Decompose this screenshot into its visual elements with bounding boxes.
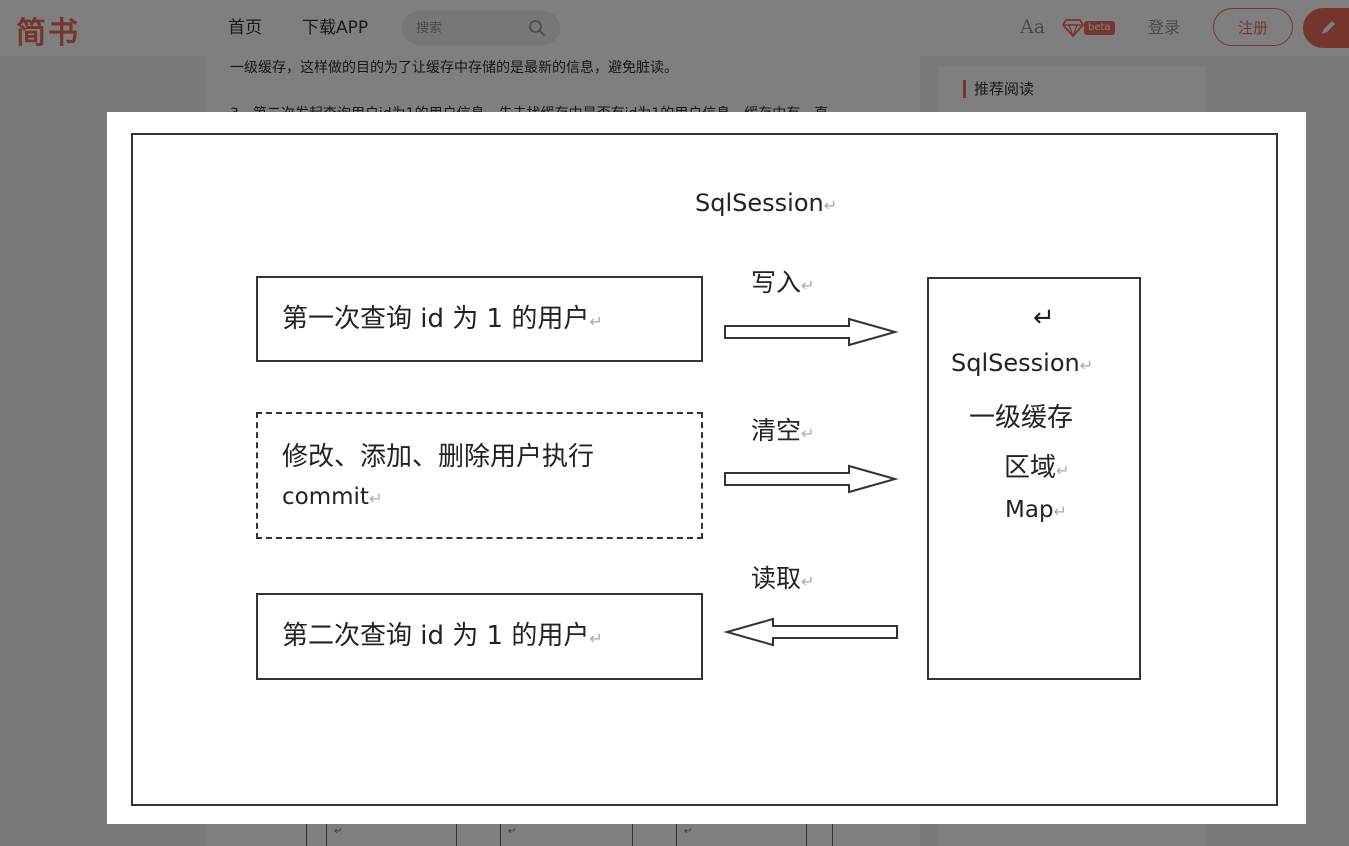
- arrow-right-icon: [724, 317, 899, 347]
- cache-store-box: ↵ SqlSession↵ 一级缓存 区域↵ Map↵: [927, 277, 1141, 680]
- cache-store-label-3: 区域↵: [1004, 453, 1070, 483]
- cache-store-label-1: SqlSession↵: [951, 349, 1094, 377]
- return-mark: ↵: [1033, 303, 1055, 333]
- cache-store-label-4: Map↵: [1005, 497, 1067, 523]
- second-query-box: 第二次查询 id 为 1 的用户↵: [256, 593, 703, 680]
- diagram-frame: SqlSession↵ 第一次查询 id 为 1 的用户↵ 修改、添加、删除用户…: [131, 133, 1278, 806]
- arrow-right-icon: [724, 464, 899, 494]
- commit-box: 修改、添加、删除用户执行 commit↵: [256, 412, 703, 539]
- diagram-title: SqlSession↵: [695, 189, 838, 217]
- image-viewer[interactable]: SqlSession↵ 第一次查询 id 为 1 的用户↵ 修改、添加、删除用户…: [107, 112, 1306, 824]
- clear-arrow-label: 清空↵: [751, 416, 815, 445]
- commit-label-line2: commit↵: [282, 484, 383, 510]
- cache-store-label-2: 一级缓存: [969, 403, 1074, 433]
- read-arrow-label: 读取↵: [751, 564, 815, 593]
- first-query-box: 第一次查询 id 为 1 的用户↵: [256, 276, 703, 362]
- first-query-label: 第一次查询 id 为 1 的用户↵: [282, 304, 603, 334]
- write-arrow-label: 写入↵: [751, 268, 815, 297]
- second-query-label: 第二次查询 id 为 1 的用户↵: [282, 621, 603, 651]
- arrow-left-icon: [723, 617, 898, 647]
- commit-label-line1: 修改、添加、删除用户执行: [282, 442, 595, 472]
